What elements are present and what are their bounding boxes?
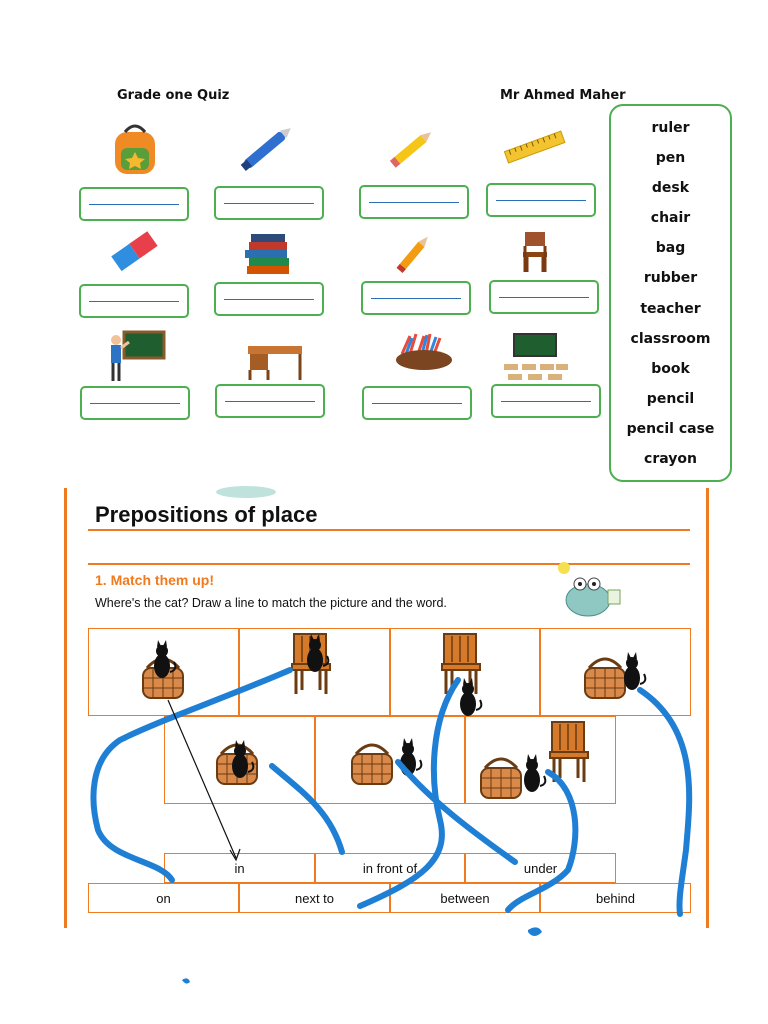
word-in-front-of: in front of [315,853,465,883]
pencil-case-image [388,326,458,386]
word-bank-item: bag [655,240,686,257]
books-image [232,222,302,282]
school-bag-image [100,118,170,178]
classroom-image [500,326,570,386]
title-rule [88,529,690,531]
monster-mascot-icon [558,562,621,617]
answer-box[interactable] [359,185,469,219]
answer-box[interactable] [215,384,325,418]
word-bank-item: pen [655,150,686,167]
word-bank: ruler pen desk chair bag rubber teacher … [609,104,732,482]
word-bank-item: desk [651,180,690,197]
rubber-image [100,222,170,282]
answer-box[interactable] [79,187,189,221]
answer-box[interactable] [491,384,601,418]
quiz-title: Grade one Quiz [117,88,230,103]
word-in: in [164,853,315,883]
word-bank-item: pencil case [626,420,715,437]
answer-box[interactable] [486,183,596,217]
chair-image [500,222,570,282]
pencil-image [380,222,450,282]
word-between: between [390,883,540,913]
word-bank-item: classroom [630,330,711,347]
word-bank-item: teacher [640,300,701,317]
teacher-image [100,326,170,386]
answer-box[interactable] [489,280,599,314]
exercise-instruction: Where's the cat? Draw a line to match th… [95,596,447,610]
answer-box[interactable] [214,282,324,316]
mascot-blob [216,486,276,498]
word-bank-item: book [651,360,690,377]
word-on: on [88,883,239,913]
word-bank-list: ruler pen desk chair bag rubber teacher … [611,118,730,479]
word-bank-item: ruler [651,120,690,136]
answer-box[interactable] [361,281,471,315]
worksheet-title: Prepositions of place [95,502,318,527]
word-behind: behind [540,883,691,913]
answer-box[interactable] [79,284,189,318]
pen-image [232,118,302,178]
answer-box[interactable] [80,386,190,420]
desk-image [240,326,310,386]
worksheet-border-right [706,488,709,928]
word-bank-item: pencil [646,390,695,407]
word-bank-item: chair [650,210,691,227]
word-bank-item: rubber [643,270,698,287]
pencil-image [378,118,448,178]
answer-box[interactable] [214,186,324,220]
exercise-heading: 1. Match them up! [95,572,215,588]
answer-box[interactable] [362,386,472,420]
word-bank-item: crayon [644,451,697,468]
teacher-name: Mr Ahmed Maher [500,88,626,103]
subtitle-rule [88,563,690,565]
word-under: under [465,853,616,883]
word-next-to: next to [239,883,390,913]
worksheet-border-left [64,488,67,928]
ruler-image [500,118,570,178]
